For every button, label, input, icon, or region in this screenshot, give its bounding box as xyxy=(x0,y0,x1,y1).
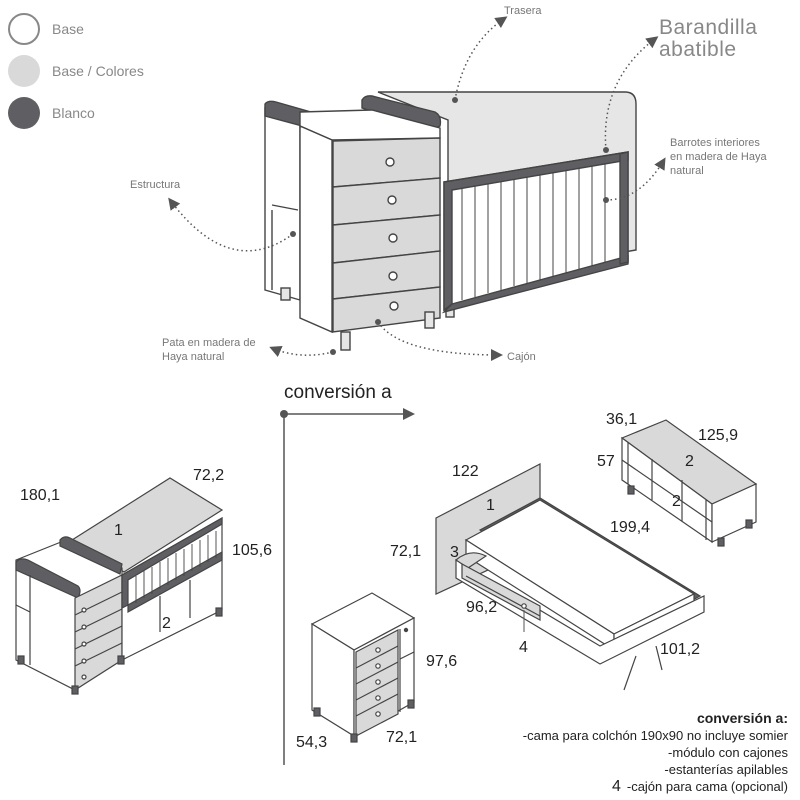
drawer-fronts xyxy=(332,137,441,333)
crib-front-rail xyxy=(441,151,629,314)
notes-line: -cama para colchón 190x90 no incluye som… xyxy=(522,728,788,743)
legend-label: Base / Colores xyxy=(52,63,144,79)
label-pata-1: Pata en madera de xyxy=(162,337,256,349)
chest-dim-54-3: 54,3 xyxy=(296,734,327,751)
crib-bars xyxy=(461,163,606,300)
shelf-part-2b: 2 xyxy=(672,493,681,510)
notes-last-text: -cajón para cama (opcional) xyxy=(626,779,788,794)
bed-dim-199-4: 199,4 xyxy=(610,519,650,536)
label-estructura: Estructura xyxy=(130,179,181,191)
bed-dim-122: 122 xyxy=(452,463,479,480)
legend-label: Blanco xyxy=(52,105,95,121)
crib-dim-105-6: 105,6 xyxy=(232,542,272,559)
notes-line: -estanterías apilables xyxy=(664,762,788,777)
conversion-axis xyxy=(280,408,415,765)
bed-part-4: 4 xyxy=(519,639,528,656)
small-crib-illustration xyxy=(15,477,224,695)
bed-dim-96-2: 96,2 xyxy=(466,599,497,616)
notes-last-number: 4 xyxy=(611,778,621,795)
crib-part-1: 1 xyxy=(114,522,123,539)
chest-dim-72-1: 72,1 xyxy=(386,729,417,746)
callout-arrows xyxy=(168,16,666,361)
notes-line: -módulo con cajones xyxy=(668,745,788,760)
notes-title: conversión a: xyxy=(696,710,788,726)
chest-dim-97-6: 97,6 xyxy=(426,653,457,670)
label-pata-2: Haya natural xyxy=(162,351,224,363)
crib-dim-72-2: 72,2 xyxy=(193,467,224,484)
legend-item-base: Base xyxy=(8,8,144,50)
conversion-label: conversión a xyxy=(284,382,392,403)
crib-dim-180-1: 180,1 xyxy=(20,487,60,504)
swatch-blanco xyxy=(8,97,40,129)
shelf-illustration xyxy=(620,419,758,547)
bed-part-1: 1 xyxy=(486,497,495,514)
bed-dim-101-2: 101,2 xyxy=(660,641,700,658)
bed-part-3: 3 xyxy=(450,544,459,561)
shelf-dim-36-1: 36,1 xyxy=(606,411,637,428)
label-cajon: Cajón xyxy=(507,351,536,363)
callout-dots xyxy=(290,97,609,355)
main-crib-illustration xyxy=(264,91,637,351)
shelf-dim-125-9: 125,9 xyxy=(698,427,738,444)
shelf-part-2a: 2 xyxy=(685,453,694,470)
conversion-notes: conversión a: -cama para colchón 190x90 … xyxy=(523,710,788,795)
color-legend: Base Base / Colores Blanco xyxy=(8,8,144,134)
label-trasera: Trasera xyxy=(504,5,542,17)
legend-item-blanco: Blanco xyxy=(8,92,144,134)
label-barandilla-1: Barandilla xyxy=(659,16,757,39)
swatch-base-colores xyxy=(8,55,40,87)
label-barrotes-1: Barrotes interiores xyxy=(670,137,760,149)
shelf-dim-57: 57 xyxy=(597,453,615,470)
chest-illustration xyxy=(310,592,416,743)
bed-illustration xyxy=(435,463,705,691)
crib-part-2: 2 xyxy=(162,615,171,632)
label-barrotes-2: en madera de Haya xyxy=(670,151,767,163)
notes-line-last: 4 -cajón para cama (opcional) xyxy=(523,778,788,795)
swatch-base xyxy=(8,13,40,45)
legend-item-base-colores: Base / Colores xyxy=(8,50,144,92)
drawer-knobs xyxy=(385,157,399,311)
label-barandilla-2: abatible xyxy=(659,38,737,61)
legend-label: Base xyxy=(52,21,84,37)
bed-dim-72-1: 72,1 xyxy=(390,543,421,560)
label-barrotes-3: natural xyxy=(670,165,704,177)
